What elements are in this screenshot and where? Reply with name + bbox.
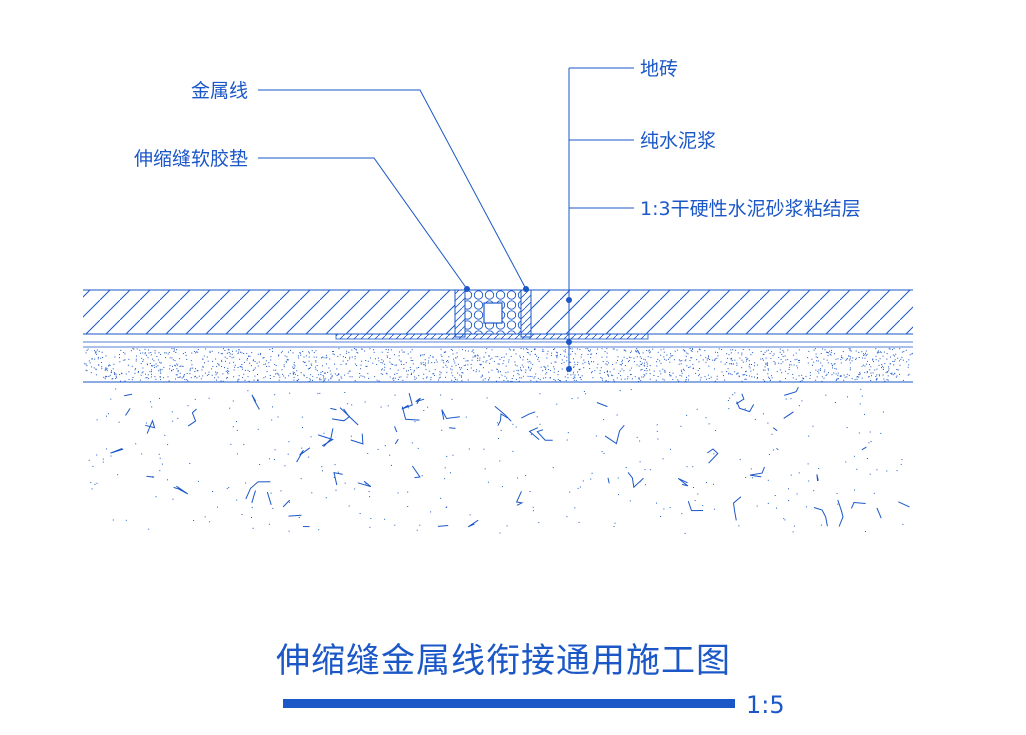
title-underline-bar: [283, 699, 735, 708]
floor-tile-layer: [83, 289, 913, 335]
label-floor-tile: 地砖: [640, 58, 678, 80]
label-dry-mortar-bed: 1:3干硬性水泥砂浆粘结层: [640, 198, 861, 220]
label-neat-cement-paste: 纯水泥浆: [640, 130, 716, 152]
mortar-bed-layer: [83, 346, 913, 383]
expansion-joint-assembly: [335, 289, 649, 340]
drawing-title: 伸缩缝金属线衔接通用施工图: [276, 641, 731, 681]
label-soft-rubber-pad: 伸缩缝软胶垫: [134, 148, 248, 170]
concrete-base: [88, 386, 910, 534]
leader-points: [464, 286, 572, 372]
leader-lines: [258, 67, 634, 370]
drawing-scale: 1:5: [746, 691, 785, 719]
label-metal-strip: 金属线: [191, 80, 248, 102]
